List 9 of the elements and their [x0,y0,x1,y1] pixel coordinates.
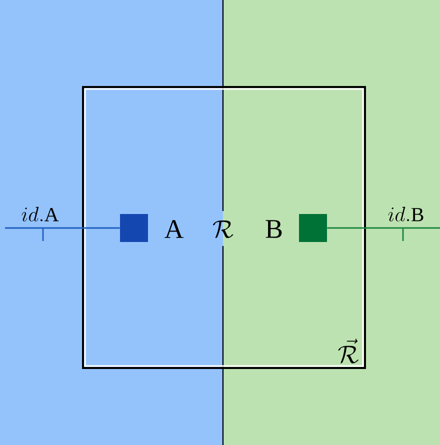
line [5,227,120,229]
math-label: $\mathcal{R}$ [212,220,234,238]
square-marker [299,214,327,242]
math-label: $\mathrm{B}$ [266,220,282,238]
math-label: $id.\mathrm{B}$ [388,206,424,222]
math-label: $id.\mathrm{A}$ [22,206,59,222]
math-label: $\mathrm{A}$ [164,220,184,238]
line [327,227,440,229]
square-marker [120,214,148,242]
